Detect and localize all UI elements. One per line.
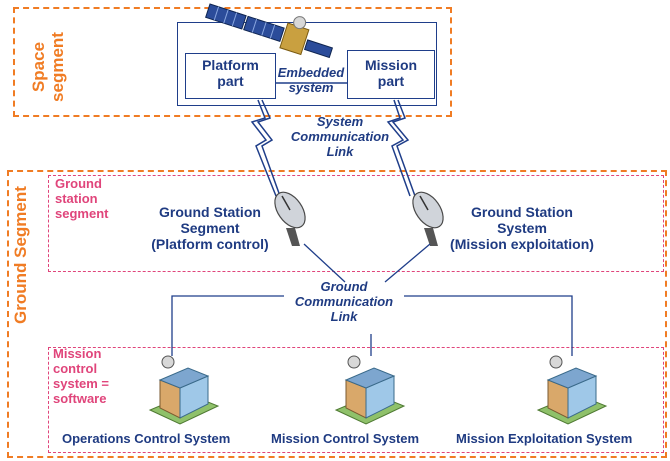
platform-line2: part bbox=[217, 73, 244, 90]
platform-line1: Platform bbox=[202, 57, 259, 73]
lightning-left-icon bbox=[256, 99, 281, 197]
operations-control-system-label: Operations Control System bbox=[62, 431, 231, 447]
mc-label-line4: software bbox=[53, 390, 107, 406]
system-link-line3: Link bbox=[326, 143, 354, 159]
gs-left-line1: Ground Station bbox=[159, 204, 261, 220]
ground-station-segment-label: Ground station segment bbox=[55, 176, 109, 222]
platform-part-box bbox=[185, 53, 276, 99]
system-communication-link-label: System Communication Link bbox=[280, 114, 400, 160]
ground-station-segment-box bbox=[48, 175, 664, 272]
ground-link-line1: Ground bbox=[320, 279, 368, 294]
system-link-line1: System bbox=[316, 114, 364, 129]
mc-label-line2: control bbox=[53, 360, 98, 376]
lightning-right-icon bbox=[391, 99, 416, 197]
gs-left-to-ground-link bbox=[303, 243, 346, 283]
ground-link-line2: Communication bbox=[294, 293, 394, 309]
gs-label-line1: Ground bbox=[55, 176, 102, 191]
satellite-dish-right-icon bbox=[412, 191, 444, 246]
mission-line2: part bbox=[377, 73, 405, 90]
mes-text: Mission Exploitation System bbox=[456, 431, 633, 446]
platform-part-label: Platform part bbox=[185, 57, 276, 89]
mission-part-label: Mission part bbox=[347, 57, 435, 89]
building-mes-icon bbox=[536, 355, 608, 425]
mission-control-system-label: Mission control system = software bbox=[53, 346, 110, 407]
ground-bus-left bbox=[171, 295, 284, 356]
gs-right-line2: System bbox=[497, 220, 547, 237]
embedded-line1: Embedded bbox=[277, 65, 345, 80]
building-ops-icon bbox=[148, 355, 220, 425]
gs-right-to-ground-link bbox=[384, 243, 431, 283]
mission-part-box bbox=[347, 50, 435, 99]
mission-control-system-node-label: Mission Control System bbox=[271, 431, 420, 447]
system-link-line2: Communication bbox=[290, 128, 390, 144]
ground-station-left-label: Ground Station Segment (Platform control… bbox=[130, 204, 290, 252]
satellite-frame bbox=[177, 22, 437, 106]
ground-segment-box bbox=[7, 170, 667, 458]
mission-control-system-box bbox=[48, 347, 664, 453]
mcs-text: Mission Control System bbox=[271, 431, 420, 446]
satellite-dish-left-icon bbox=[274, 191, 306, 246]
gs-left-line2: Segment bbox=[180, 220, 240, 237]
building-mcs-icon bbox=[334, 355, 406, 425]
mc-label-line3: system = bbox=[53, 375, 110, 391]
gs-label-line2: station bbox=[55, 190, 98, 206]
mc-label-line1: Mission bbox=[53, 346, 102, 361]
ops-text: Operations Control System bbox=[62, 431, 231, 446]
gs-left-line3: (Platform control) bbox=[151, 236, 269, 253]
ground-link-line3: Link bbox=[330, 308, 358, 324]
gs-right-line3: (Mission exploitation) bbox=[450, 236, 594, 253]
ground-station-right-label: Ground Station System (Mission exploitat… bbox=[432, 204, 612, 252]
space-segment-box bbox=[13, 7, 452, 117]
ground-bus-right bbox=[404, 295, 573, 356]
gs-label-line3: segment bbox=[55, 205, 109, 221]
mission-line1: Mission bbox=[364, 57, 418, 73]
ground-communication-link-label: Ground Communication Link bbox=[284, 279, 404, 325]
gs-right-line1: Ground Station bbox=[471, 204, 573, 220]
mission-exploitation-system-label: Mission Exploitation System bbox=[456, 431, 633, 447]
